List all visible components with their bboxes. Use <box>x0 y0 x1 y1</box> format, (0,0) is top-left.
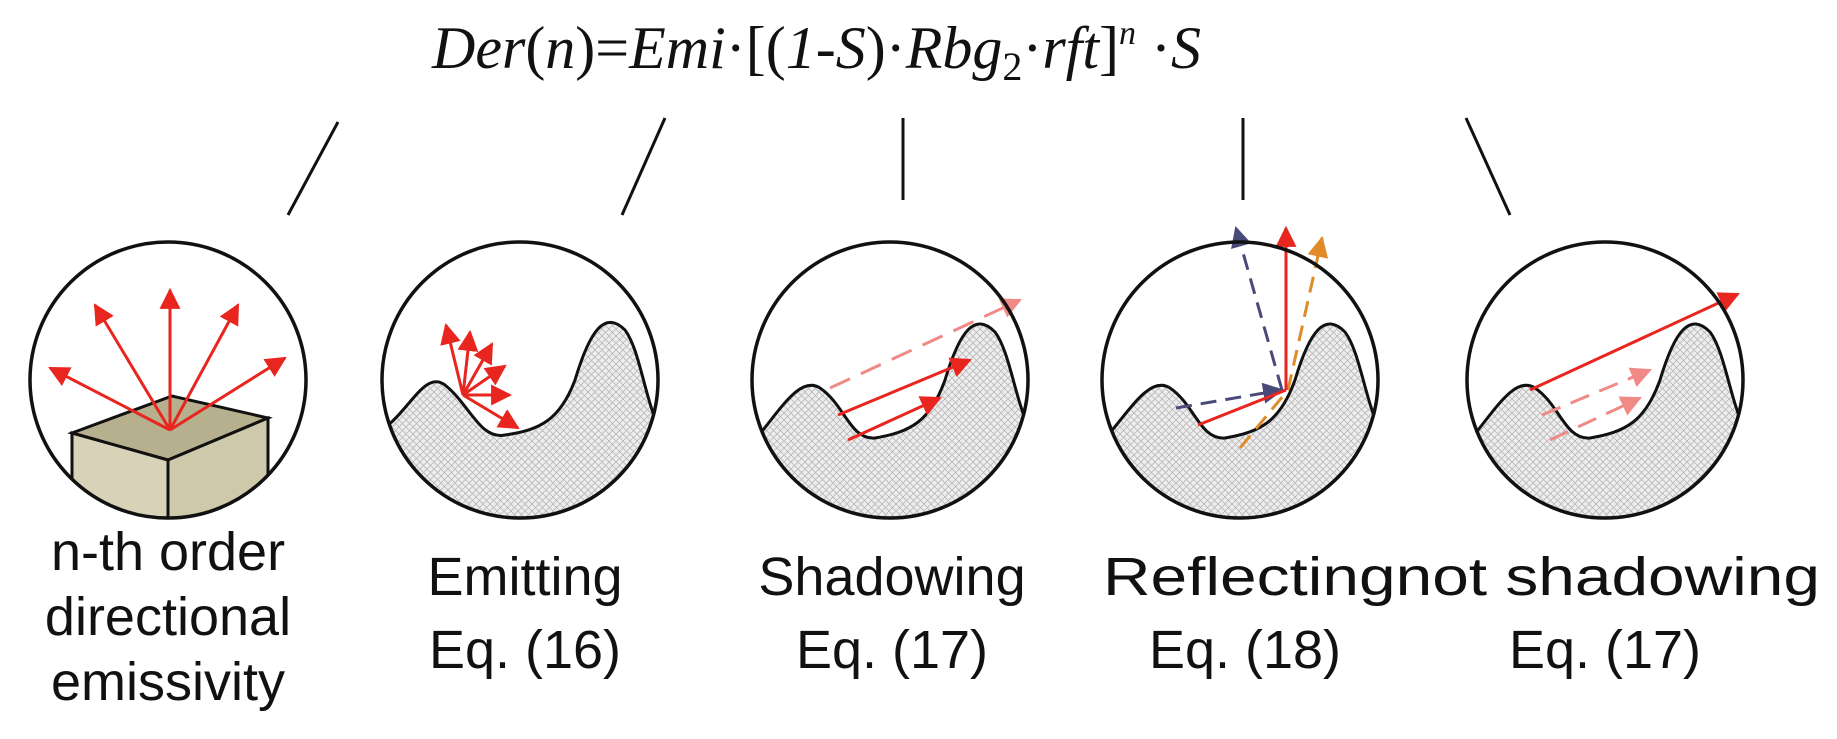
label-shadowing-eq: Eq. (17) <box>796 620 988 680</box>
formula-minus: - <box>816 15 836 81</box>
emit-arrow <box>462 364 507 397</box>
label-emitting-eq: Eq. (16) <box>429 620 621 680</box>
panel-shadowing <box>750 240 1030 520</box>
connector-line-5 <box>1464 117 1512 216</box>
panel-circle <box>750 240 1030 520</box>
terrain-surface <box>382 320 658 518</box>
formula-sub2: 2 <box>1002 44 1022 89</box>
emit-arrow <box>440 322 465 396</box>
label-emitting: Emitting <box>427 547 622 607</box>
formula-n-close: )= <box>575 15 629 81</box>
connector-lines <box>286 117 1512 216</box>
terrain-surface <box>1102 322 1378 518</box>
connector-line-1 <box>286 121 340 216</box>
free-ray <box>1529 292 1740 392</box>
emit-arrow <box>462 393 520 430</box>
dashed-ray <box>1549 396 1642 442</box>
emission-arrow <box>93 303 172 431</box>
panel-emitting <box>380 240 660 520</box>
panel-labels: n-th order directional emissivity Emitti… <box>45 522 1820 712</box>
blocked-ray <box>837 357 972 417</box>
formula-s2: S <box>1171 15 1201 81</box>
formula-bracket: ] <box>1099 15 1119 81</box>
formula-dot1: ·[( <box>726 15 786 81</box>
label-emissivity-line-1: n-th order <box>51 522 285 582</box>
formula-rft: rft <box>1042 15 1100 81</box>
dashed-ray <box>1541 367 1652 417</box>
connector-line-2 <box>620 117 667 216</box>
incident-ray-navy <box>1175 382 1285 410</box>
label-reflecting-eq: Eq. (18) <box>1149 620 1341 680</box>
panel-circle <box>380 240 660 520</box>
formula-dot2: · <box>1022 15 1042 81</box>
formula-der: Der <box>431 15 526 81</box>
formula-close1: )· <box>866 15 906 81</box>
formula-s1: S <box>836 15 866 81</box>
label-reflecting-not-shadowing: Reflectingnot shadowing <box>1103 547 1820 607</box>
emission-arrow <box>48 366 171 432</box>
label-emissivity-line-2: directional <box>45 587 291 647</box>
panel-circle <box>1100 240 1380 520</box>
emit-arrow <box>461 342 494 396</box>
formula-n-open: ( <box>525 15 545 81</box>
formula-n: n <box>545 15 575 81</box>
label-shadowing: Shadowing <box>758 547 1025 607</box>
formula-sup-n: n <box>1119 15 1136 52</box>
formula: Der(n)=Emi·[(1-S)·Rbg2·rft]n ·S <box>431 15 1201 89</box>
emission-arrows <box>48 287 287 432</box>
label-emissivity-line-3: emissivity <box>51 652 285 712</box>
terrain-surface <box>752 322 1028 518</box>
panel-not-shadowing <box>1465 240 1745 520</box>
formula-emi: Emi <box>628 15 726 81</box>
formula-one: 1 <box>786 15 816 81</box>
panel-circle <box>1465 240 1745 520</box>
formula-dot3: · <box>1136 15 1171 81</box>
emit-arrow <box>457 329 479 396</box>
formula-rbg: Rbg <box>905 15 1003 81</box>
incident-ray-red <box>1197 388 1287 427</box>
panel-reflecting <box>1100 225 1380 520</box>
dashed-ray <box>829 298 1022 390</box>
emission-arrow <box>169 356 287 432</box>
emitting-arrows <box>440 322 520 430</box>
panel-circle <box>28 240 308 520</box>
panel-emissivity <box>28 240 308 520</box>
label-not-shadowing-eq: Eq. (17) <box>1509 620 1701 680</box>
reflected-ray-navy <box>1231 225 1284 391</box>
emission-arrow <box>168 303 240 431</box>
blocked-ray <box>847 396 942 442</box>
terrain-surface <box>1467 322 1743 518</box>
